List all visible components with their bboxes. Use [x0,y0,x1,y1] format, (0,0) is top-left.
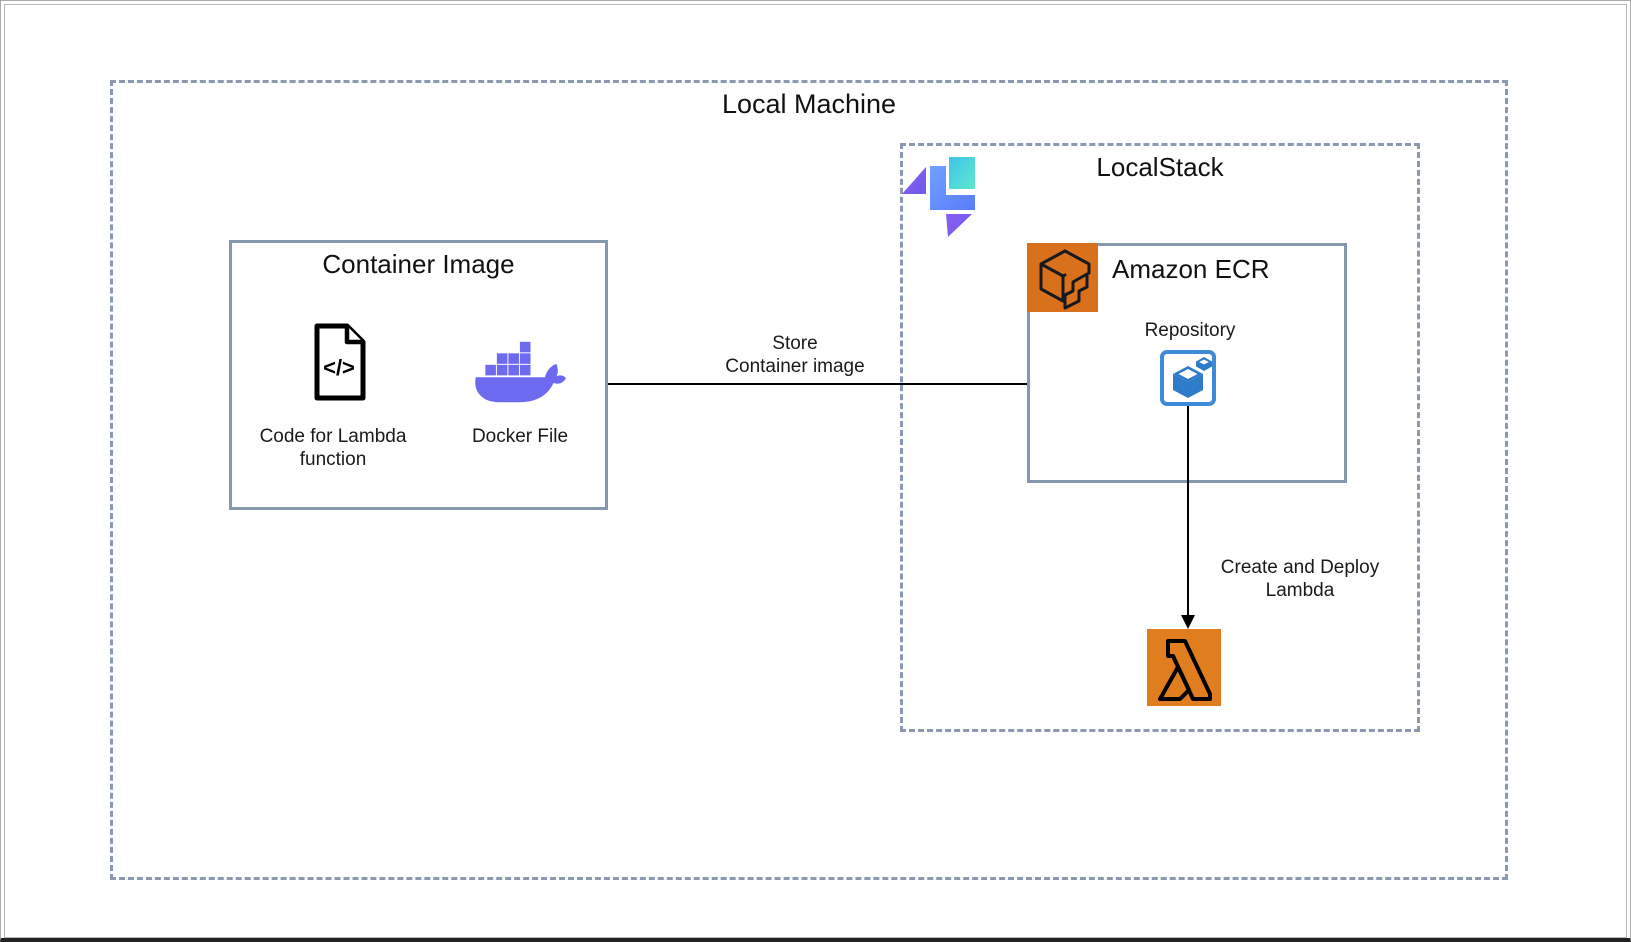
deploy-arrow [1181,406,1195,629]
repository-label: Repository [1144,320,1236,341]
code-glyph: </> [323,355,355,380]
localstack-title: LocalStack [1096,152,1224,182]
code-file-label: Code for Lambda function [259,426,407,470]
container-image-box [229,240,608,510]
code-file-icon: </> [314,323,366,401]
localstack-logo [902,157,975,237]
docker-icon [475,341,566,403]
docker-file-label: Docker File [471,426,569,447]
localstack-box [900,143,1420,732]
aws-lambda-icon [1147,629,1221,706]
amazon-ecr-icon [1027,243,1098,312]
local-machine-box [110,80,1508,880]
store-arrow-label: Store Container image [725,333,865,377]
container-image-title: Container Image [322,249,515,279]
local-machine-title: Local Machine [721,89,897,119]
deploy-arrow-label: Create and Deploy Lambda [1220,557,1380,601]
ecr-repository-icon [1160,350,1216,406]
amazon-ecr-title: Amazon ECR [1112,254,1270,284]
